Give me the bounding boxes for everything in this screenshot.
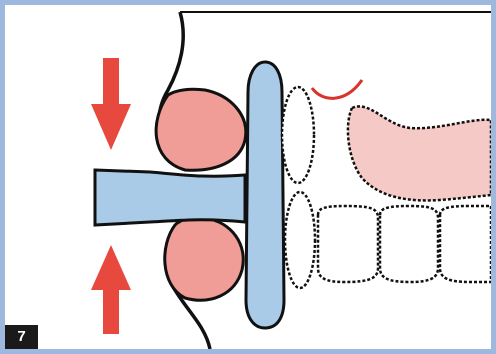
molar-1: [318, 206, 378, 282]
mouth-guard-diagram: [5, 5, 491, 349]
gum-tissue: [348, 106, 491, 200]
molar-2: [380, 206, 438, 282]
mouthguard-stem: [95, 170, 245, 225]
upper-lip: [156, 89, 246, 170]
up-arrow-icon: [91, 245, 131, 334]
lower-lip: [165, 217, 243, 300]
upper-front-tooth: [282, 87, 314, 183]
tongue-tip: [312, 80, 362, 98]
down-arrow-icon: [91, 58, 131, 150]
figure-number-badge: 7: [5, 325, 38, 349]
mouthguard-flange: [246, 62, 284, 328]
molar-3: [440, 206, 491, 282]
illustration-canvas: [5, 5, 491, 349]
lower-front-tooth: [285, 192, 315, 288]
